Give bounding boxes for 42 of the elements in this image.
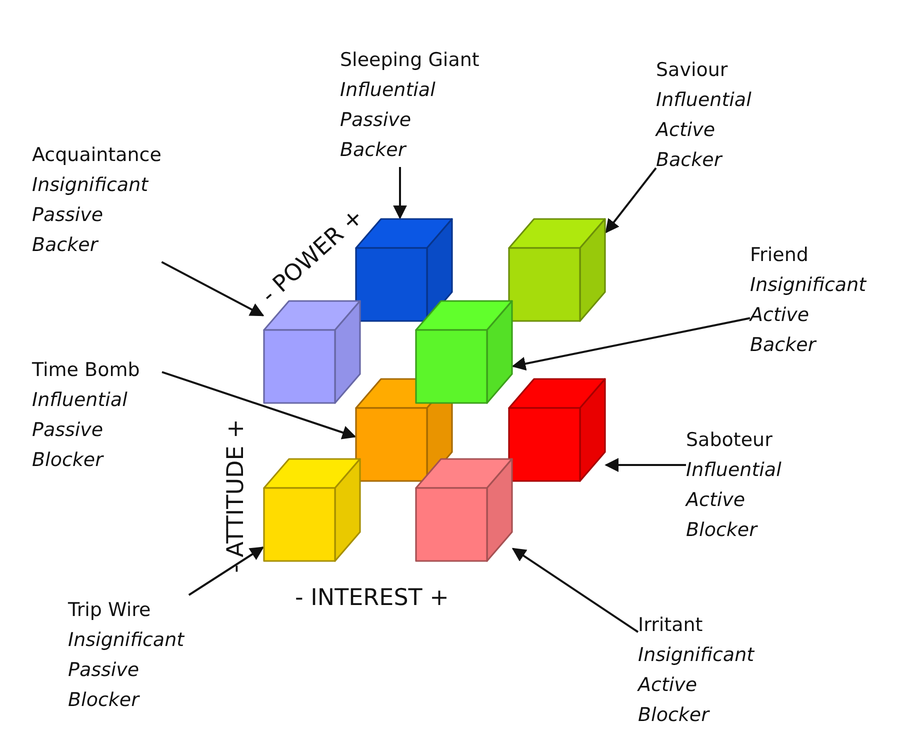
stakeholder-name: Sleeping Giant <box>340 48 480 73</box>
stakeholder-name: Trip Wire <box>68 598 151 623</box>
attribute-text: Backer <box>750 333 816 358</box>
arrow <box>604 458 686 472</box>
attribute-text: Blocker <box>686 518 757 543</box>
attribute-text: Insignificant <box>68 628 184 653</box>
stakeholder-name: Saboteur <box>686 428 772 453</box>
attribute-text: Influential <box>686 458 782 483</box>
attribute-text: Backer <box>32 233 98 258</box>
attribute-text: Backer <box>656 148 722 173</box>
attribute-text: Active <box>638 673 698 698</box>
axis-label: - INTEREST + <box>295 584 449 612</box>
attribute-text: Influential <box>340 78 436 103</box>
arrow <box>162 371 356 440</box>
arrow <box>188 546 264 596</box>
axis-label: - ATTITUDE + <box>222 419 250 573</box>
attribute-text: Blocker <box>32 448 103 473</box>
attribute-text: Blocker <box>638 703 709 728</box>
arrow <box>512 317 750 371</box>
arrow <box>393 167 407 220</box>
attribute-text: Active <box>686 488 746 513</box>
stakeholder-name: Acquaintance <box>32 143 162 168</box>
stakeholder-name: Saviour <box>656 58 728 83</box>
attribute-text: Insignificant <box>638 643 754 668</box>
attribute-text: Insignificant <box>32 173 148 198</box>
attribute-text: Passive <box>340 108 412 133</box>
attribute-text: Influential <box>32 388 128 413</box>
stakeholder-name: Irritant <box>638 613 703 638</box>
attribute-text: Active <box>656 118 716 143</box>
attribute-text: Influential <box>656 88 752 113</box>
attribute-text: Backer <box>340 138 406 163</box>
stakeholder-name: Time Bomb <box>32 358 140 383</box>
stakeholder-name: Friend <box>750 243 808 268</box>
arrow <box>605 167 657 234</box>
attribute-text: Insignificant <box>750 273 866 298</box>
arrow <box>512 548 639 633</box>
attribute-text: Active <box>750 303 810 328</box>
attribute-text: Passive <box>32 418 104 443</box>
arrow <box>161 261 264 316</box>
attribute-text: Blocker <box>68 688 139 713</box>
attribute-text: Passive <box>68 658 140 683</box>
attribute-text: Passive <box>32 203 104 228</box>
